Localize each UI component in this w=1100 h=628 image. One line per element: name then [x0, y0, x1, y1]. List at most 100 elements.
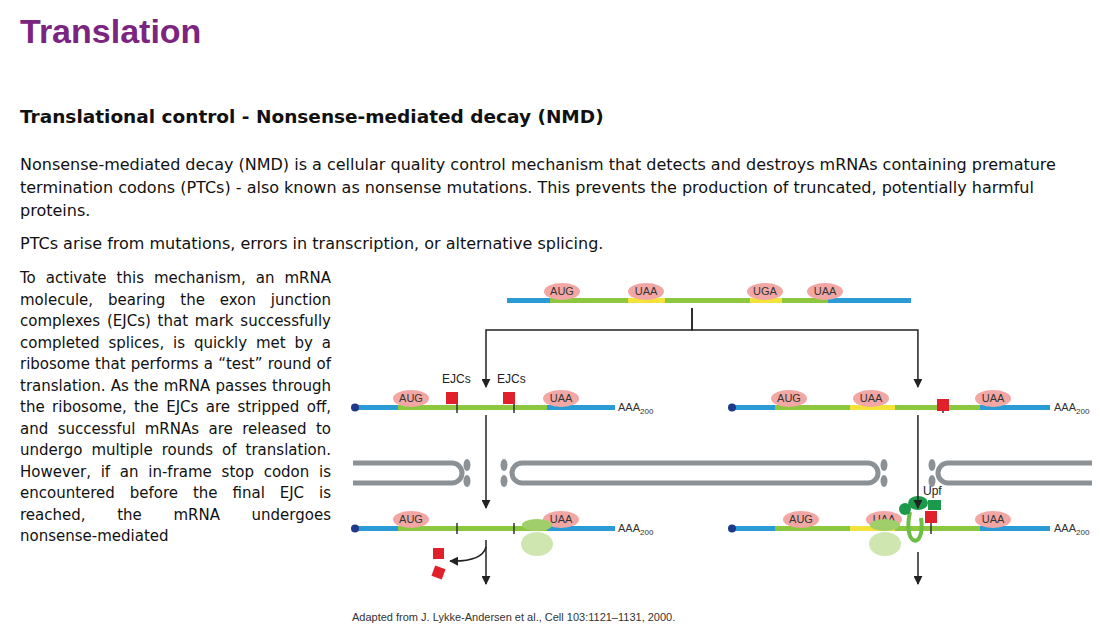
ejc-square	[925, 511, 937, 523]
pore	[501, 459, 508, 471]
codon-oval: UAA	[866, 511, 902, 528]
mrna-cap	[728, 525, 736, 533]
tunnel-wall	[512, 463, 878, 483]
poly-a-tail: AAA200	[1054, 401, 1089, 416]
codon-text: UAA	[814, 285, 837, 297]
tunnel-wall	[353, 463, 462, 483]
poly-a-length: 200	[1076, 407, 1089, 416]
mrna-segment	[895, 526, 980, 531]
ribosome-large	[869, 532, 901, 556]
poly-a-text: AAA	[618, 401, 640, 413]
mrna-segment	[895, 405, 980, 410]
mrna-strand: AAA200 AUG UAA	[350, 510, 670, 536]
codon-text: UAA	[635, 285, 658, 297]
poly-a-length: 200	[1076, 528, 1089, 537]
mrna-segment	[828, 298, 911, 303]
splice-junction	[513, 402, 515, 413]
mrna-segment	[775, 526, 850, 531]
tunnel-pores	[464, 459, 936, 487]
body-paragraph: Nonsense-mediated decay (NMD) is a cellu…	[20, 153, 1090, 222]
mrna-cap	[351, 525, 359, 533]
codon-text: AUG	[550, 285, 574, 297]
poly-a-text: AAA	[618, 522, 640, 534]
protein-label: Upf	[923, 484, 942, 498]
codon-oval: AUG	[393, 390, 429, 407]
flow-arrow	[917, 415, 919, 508]
codon-text: UAA	[860, 392, 883, 404]
codon-oval: UAA	[975, 390, 1011, 407]
ejc-label: EJCs	[497, 372, 526, 386]
codon-oval: UAA	[807, 283, 843, 300]
upf-protein	[928, 500, 941, 510]
splice-junction	[513, 523, 515, 534]
codon-text: UAA	[982, 513, 1005, 525]
pore	[881, 475, 888, 487]
pore	[929, 459, 936, 471]
ribosome-large	[521, 532, 553, 556]
upf-protein	[908, 496, 928, 510]
ribosome-tunnel	[353, 463, 1092, 483]
codon-text: UAA	[550, 392, 573, 404]
mrna-segment	[732, 405, 775, 410]
mrna-strand: AAA200 AUG UAA UAA	[727, 389, 1097, 415]
codon-oval: UGA	[747, 283, 783, 300]
poly-a-length: 200	[640, 407, 653, 416]
section-heading: Translational control - Nonsense-mediate…	[20, 106, 1090, 127]
codon-oval: AUG	[771, 390, 807, 407]
poly-a-tail: AAA200	[618, 401, 653, 416]
poly-a-text: AAA	[1054, 522, 1076, 534]
ejc-label: EJCs	[442, 372, 471, 386]
poly-a-tail: AAA200	[1054, 522, 1089, 537]
codon-text: AUG	[789, 513, 813, 525]
tunnel-wall	[938, 463, 1092, 483]
splice-junction	[456, 402, 458, 413]
codon-text: AUG	[399, 392, 423, 404]
mrna-strand: AAA200 AUG UAA UAA	[727, 510, 1097, 536]
mrna-segment	[665, 298, 750, 303]
flow-arrow	[486, 308, 692, 387]
mrna-strand: AAA200 AUG UAA	[350, 389, 670, 415]
ejc-square	[446, 392, 458, 404]
ejc-square	[503, 392, 515, 404]
exit-arrow	[917, 552, 919, 584]
codon-text: UAA	[873, 513, 896, 525]
codon-oval: UAA	[975, 511, 1011, 528]
flow-arrow	[485, 415, 487, 508]
pore	[501, 475, 508, 487]
poly-a-text: AAA	[1054, 401, 1076, 413]
splice-junction	[930, 523, 932, 534]
poly-a-tail: AAA200	[618, 522, 653, 537]
mrna-segment	[732, 526, 775, 531]
mrna-strand: AUG UAA UGA UAA	[507, 282, 911, 308]
codon-text: AUG	[399, 513, 423, 525]
codon-text: UAA	[550, 513, 573, 525]
codon-text: UAA	[982, 392, 1005, 404]
codon-oval: UAA	[853, 390, 889, 407]
codon-oval: AUG	[783, 511, 819, 528]
codon-oval: AUG	[544, 283, 580, 300]
codon-oval: UAA	[543, 511, 579, 528]
pore	[881, 459, 888, 471]
body-paragraph: To activate this mechanism, an mRNA mole…	[20, 268, 331, 548]
codon-oval: UAA	[628, 283, 664, 300]
mrna-segment	[507, 298, 550, 303]
codon-text: AUG	[777, 392, 801, 404]
mrna-segment	[355, 405, 398, 410]
splice-junction	[942, 402, 944, 413]
body-paragraph: PTCs arise from mutations, errors in tra…	[20, 232, 1090, 255]
mrna-segment	[355, 526, 398, 531]
codon-oval: UAA	[543, 390, 579, 407]
release-arrow	[450, 547, 486, 561]
figure-caption: Adapted from J. Lykke-Andersen et al., C…	[352, 611, 675, 623]
flow-arrow	[692, 308, 918, 387]
pore	[464, 459, 471, 471]
poly-a-length: 200	[640, 528, 653, 537]
codon-oval: AUG	[393, 511, 429, 528]
released-ejc	[431, 565, 445, 579]
splice-junction	[456, 523, 458, 534]
pore	[464, 475, 471, 487]
mrna-cap	[728, 404, 736, 412]
exit-arrow	[485, 540, 487, 584]
codon-text: UGA	[753, 285, 777, 297]
